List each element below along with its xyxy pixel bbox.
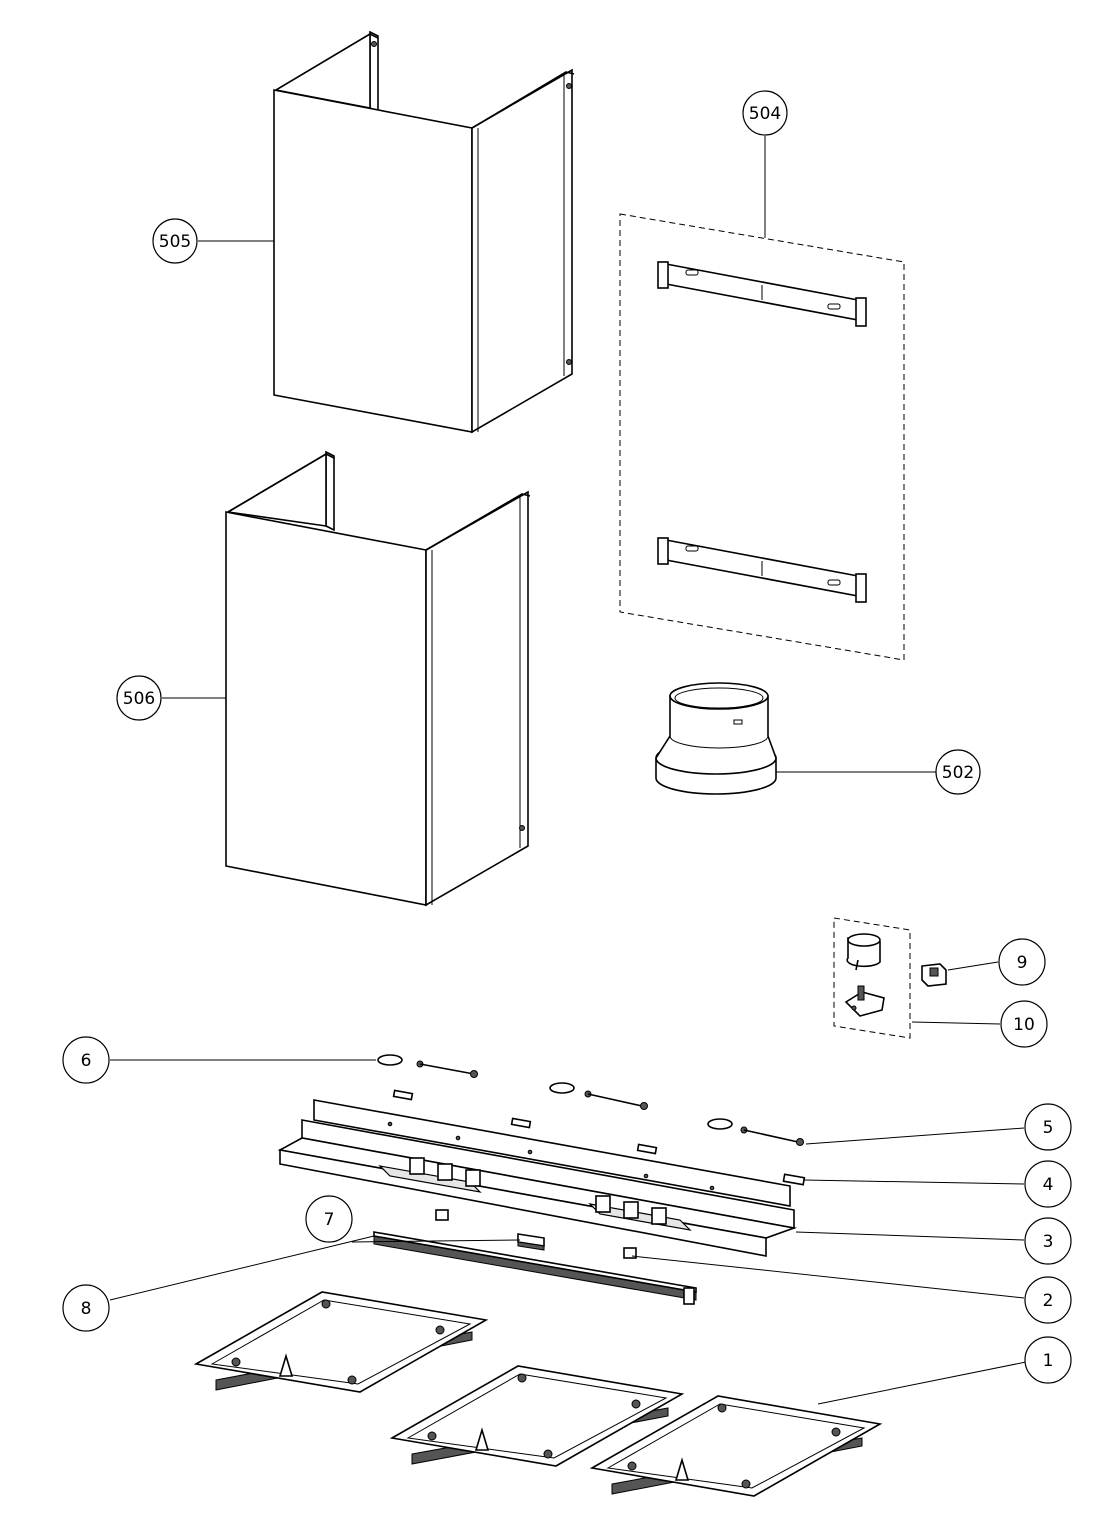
callout-7: 7 [305, 1195, 353, 1243]
switch-knob [846, 933, 881, 971]
clips [392, 1089, 806, 1186]
lower-chimney-cover [225, 450, 531, 907]
upper-bracket [657, 261, 867, 327]
callout-506: 506 [116, 675, 162, 721]
callout-label: 9 [1017, 953, 1028, 973]
callout-label: 1 [1043, 1351, 1054, 1371]
light-bar [373, 1231, 697, 1305]
callout-label: 506 [123, 689, 155, 709]
callout-label: 504 [749, 104, 781, 124]
callout-label: 502 [942, 763, 974, 783]
cable-clips-right [595, 1195, 667, 1225]
filter-safety-wires [377, 1054, 804, 1146]
callout-4: 4 [1024, 1160, 1072, 1208]
callout-label: 2 [1043, 1291, 1054, 1311]
callout-9: 9 [998, 938, 1046, 986]
callout-label: 7 [324, 1210, 335, 1230]
callout-label: 10 [1013, 1015, 1035, 1035]
callout-504: 504 [742, 90, 788, 136]
filter-panel-left [193, 1291, 489, 1393]
callout-505: 505 [152, 218, 198, 264]
callout-label: 6 [81, 1051, 92, 1071]
mounting-tabs [435, 1209, 637, 1259]
connector [517, 1233, 545, 1251]
filter-panel-right [589, 1395, 883, 1497]
lower-bracket [657, 537, 867, 603]
filter-panels [193, 1291, 883, 1497]
switch [921, 963, 947, 987]
callout-label: 4 [1043, 1175, 1054, 1195]
control-switch-module [833, 917, 911, 1039]
callout-1: 1 [1024, 1336, 1072, 1384]
duct-adapter-collar [655, 682, 777, 795]
leader-lines [109, 136, 1027, 1405]
callout-6: 6 [62, 1036, 110, 1084]
callout-10: 10 [1000, 1000, 1048, 1048]
upper-chimney-cover [273, 30, 575, 434]
callout-label: 5 [1043, 1118, 1054, 1138]
callout-2: 2 [1024, 1276, 1072, 1324]
callout-label: 505 [159, 232, 191, 252]
switch-base [844, 985, 885, 1017]
callout-label: 8 [81, 1299, 92, 1319]
callout-8: 8 [62, 1284, 110, 1332]
callout-5: 5 [1024, 1103, 1072, 1151]
filter-panel-middle [389, 1365, 685, 1467]
callout-502: 502 [935, 749, 981, 795]
hood-frame-channel [277, 1099, 798, 1257]
callout-label: 3 [1043, 1232, 1054, 1252]
callout-3: 3 [1024, 1217, 1072, 1265]
cable-clips-left [409, 1157, 481, 1187]
chimney-bracket-set [619, 213, 905, 661]
